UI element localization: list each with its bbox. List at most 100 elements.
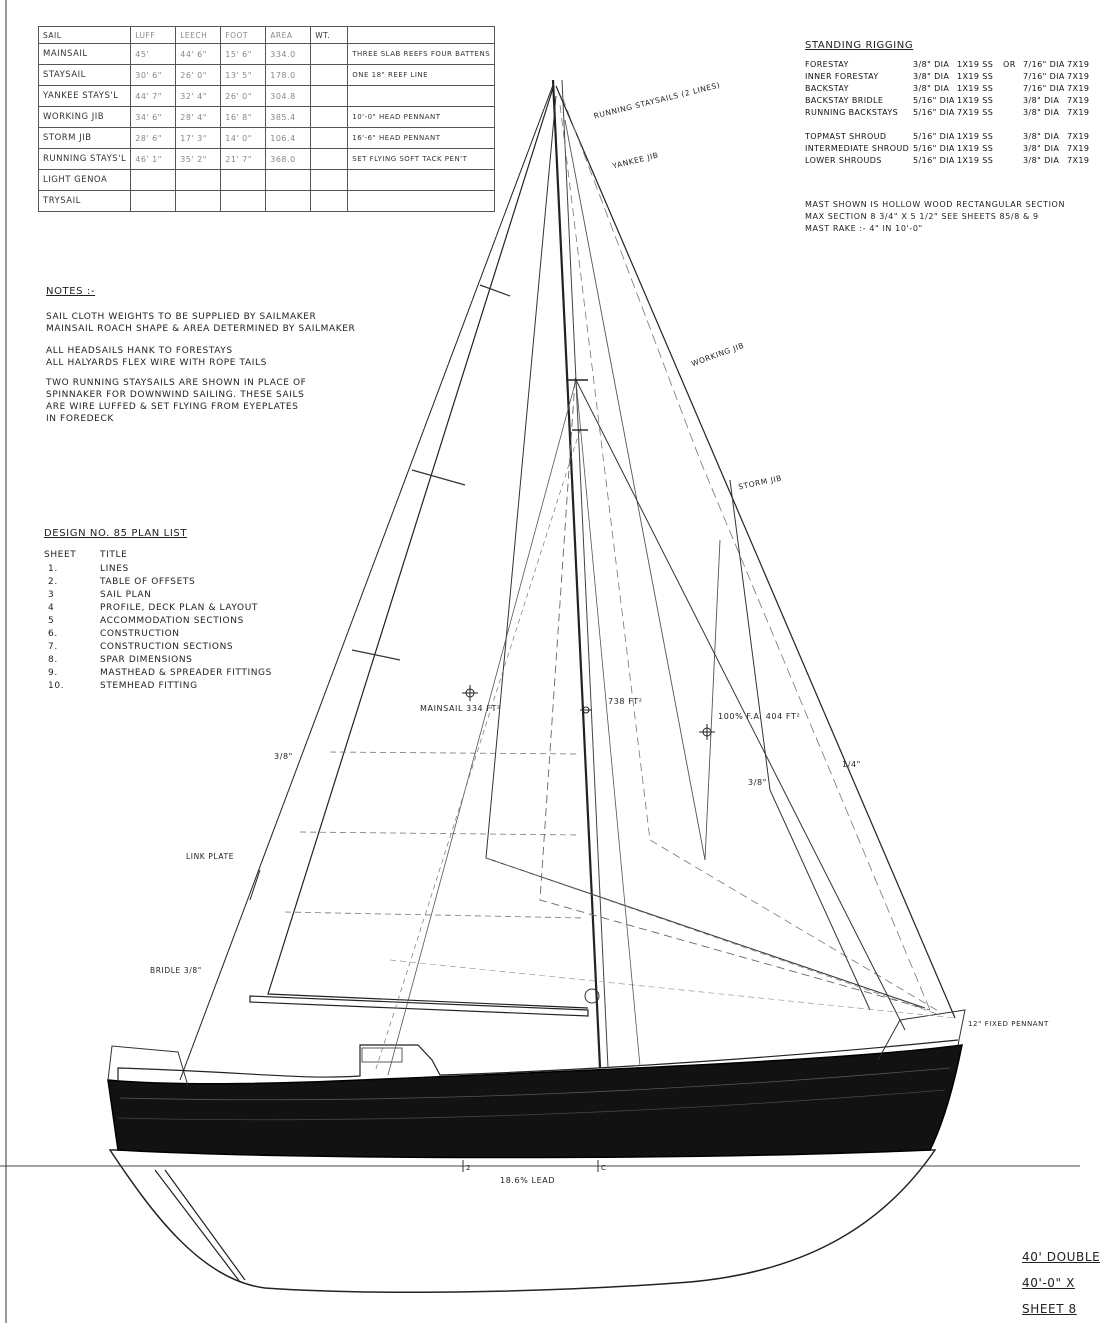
plan-list-col-title: Title: [100, 550, 128, 560]
label-bridle: Bridle 3/8": [150, 966, 202, 975]
boom: [249, 995, 589, 1017]
rigging-wire: 1x19 SS: [957, 156, 994, 165]
pulpit-rail: [877, 1009, 966, 1061]
label-mark-2: 2: [466, 1164, 472, 1172]
notes-line: Two running staysails are shown in place…: [46, 378, 307, 388]
plan-sheet-no: 1.: [48, 564, 58, 574]
title-line-2: 40'-0" x: [1022, 1276, 1075, 1290]
hull-sheerline: [119, 1067, 951, 1101]
reef-line: [284, 911, 586, 919]
rigging-wire2: 7x19: [1067, 132, 1090, 141]
shroud: [387, 379, 577, 1076]
plan-sheet-title: Lines: [100, 564, 129, 574]
rigging-dia2: 3/8" dia: [1023, 132, 1060, 141]
rigging-dia2: 7/16" dia: [1023, 84, 1065, 93]
gooseneck: [584, 988, 600, 1004]
batten: [479, 284, 511, 297]
inner-forestay: [574, 377, 906, 1031]
rigging-wire: 1x19 SS: [957, 60, 994, 69]
working-jib: [564, 119, 721, 861]
rigging-item: Inner Forestay: [805, 72, 879, 81]
hull: [107, 1044, 963, 1159]
rigging-wire2: 7x19: [1067, 144, 1090, 153]
rigging-item: Backstay Bridle: [805, 96, 884, 105]
rigging-dia: 5/16" dia: [913, 108, 955, 117]
keel-outline: [108, 1149, 937, 1294]
title-line-3: Sheet 8: [1022, 1302, 1077, 1316]
reef-line: [299, 831, 581, 836]
plan-sheet-title: Sail plan: [100, 590, 152, 600]
rigging-dia: 3/8" dia: [913, 60, 950, 69]
cabin-outline: [117, 1039, 959, 1080]
mast-note-line: Mast rake :- 4" in 10'-0": [805, 224, 923, 233]
running-backstay: [374, 429, 581, 1073]
mast: [551, 79, 602, 1069]
table-row: Mainsail 45' 44' 6" 15' 6" 334.0 Three s…: [37, 43, 496, 65]
sail-name: Trysail: [37, 190, 132, 212]
plan-sheet-no: 4: [48, 603, 55, 613]
link-plate: [249, 869, 261, 901]
plan-list-col-sheet: Sheet: [44, 550, 77, 560]
plan-sheet-no: 6.: [48, 629, 58, 639]
plan-sheet-title: Spar dimensions: [100, 655, 193, 665]
rigging-dia2: 7/16" dia: [1023, 72, 1065, 81]
reef-line: [329, 751, 581, 755]
working-jib-foot: [559, 104, 941, 1013]
rigging-wire2: 7x19: [1067, 96, 1090, 105]
notes-line: Mainsail roach shape & area determined b…: [46, 324, 356, 334]
cabin-window: [361, 1047, 403, 1063]
plan-sheet-no: 7.: [48, 642, 58, 652]
centre-of-effort-main: [462, 685, 478, 701]
rigging-wire: 1x19 SS: [957, 96, 994, 105]
rigging-wire2: 7x19: [1067, 84, 1090, 93]
rigging-dia: 5/16" dia: [913, 144, 955, 153]
rigging-dia2: 3/8" dia: [1023, 156, 1060, 165]
plan-sheet-no: 5: [48, 616, 55, 626]
plan-sheet-title: Accommodation sections: [100, 616, 244, 626]
notes-line: spinnaker for downwind sailing. These sa…: [46, 390, 305, 400]
notes-line: Sail cloth weights to be supplied by sai…: [46, 312, 317, 322]
pushpit-rail: [107, 1045, 189, 1087]
plan-sheet-title: Table of offsets: [100, 577, 196, 587]
plan-sheet-title: Stemhead fitting: [100, 681, 198, 691]
rigging-alt: or: [1003, 60, 1016, 69]
batten: [351, 649, 401, 661]
rigging-dia: 5/16" dia: [913, 96, 955, 105]
table-row: Working Jib 34' 6" 28' 4" 16' 8" 385.4 1…: [37, 106, 496, 128]
label-mark-c: c: [601, 1164, 607, 1172]
label-link-plate: Link plate: [186, 852, 235, 861]
rigging-dia2: 3/8" dia: [1023, 96, 1060, 105]
table-row: Yankee Stays'l 44' 7" 32' 4" 26' 0" 304.…: [37, 85, 496, 107]
rigging-item: Running Backstays: [805, 108, 899, 117]
label-mainsail-area: Mainsail 334 ft²: [420, 704, 501, 713]
sail-wt: [310, 190, 349, 212]
label-fixed-pennant: 12" fixed pennant: [968, 1020, 1049, 1028]
running-staysail: [561, 95, 931, 1011]
plan-sheet-title: Construction: [100, 629, 180, 639]
sail-table-header: Sail Luff Leech Foot Area Wt.: [37, 26, 496, 44]
plan-sheet-title: Construction sections: [100, 642, 234, 652]
backstay: [179, 84, 554, 1081]
yankee-jib: [485, 95, 926, 1009]
label-dim-c: 1/4": [842, 760, 861, 769]
rigging-dia: 3/8" dia: [913, 84, 950, 93]
rudder-line: [154, 1169, 241, 1283]
table-row: Storm Jib 28' 6" 17' 3" 14' 0" 106.4 16'…: [37, 127, 496, 149]
storm-jib: [729, 479, 871, 1011]
table-row: Trysail: [37, 190, 496, 212]
rigging-dia2: 7/16" dia: [1023, 60, 1065, 69]
mast-note-line: Mast shown is hollow wood rectangular se…: [805, 200, 1066, 209]
rigging-wire2: 7x19: [1067, 108, 1090, 117]
sail-name: Working Jib: [37, 106, 132, 128]
label-dim-b: 3/8": [748, 778, 767, 787]
sail-table: Sail Luff Leech Foot Area Wt. Mainsail 4…: [37, 26, 496, 212]
rigging-wire: 7x19 SS: [957, 108, 994, 117]
rigging-wire: 1x19 SS: [957, 132, 994, 141]
rigging-dia: 3/8" dia: [913, 72, 950, 81]
notes-line: in foredeck: [46, 414, 114, 424]
centre-of-effort-total: [580, 706, 592, 714]
sail-name: Storm Jib: [37, 127, 132, 149]
notes-line: All headsails hank to forestays: [46, 346, 233, 356]
plan-sheet-no: 9.: [48, 668, 58, 678]
